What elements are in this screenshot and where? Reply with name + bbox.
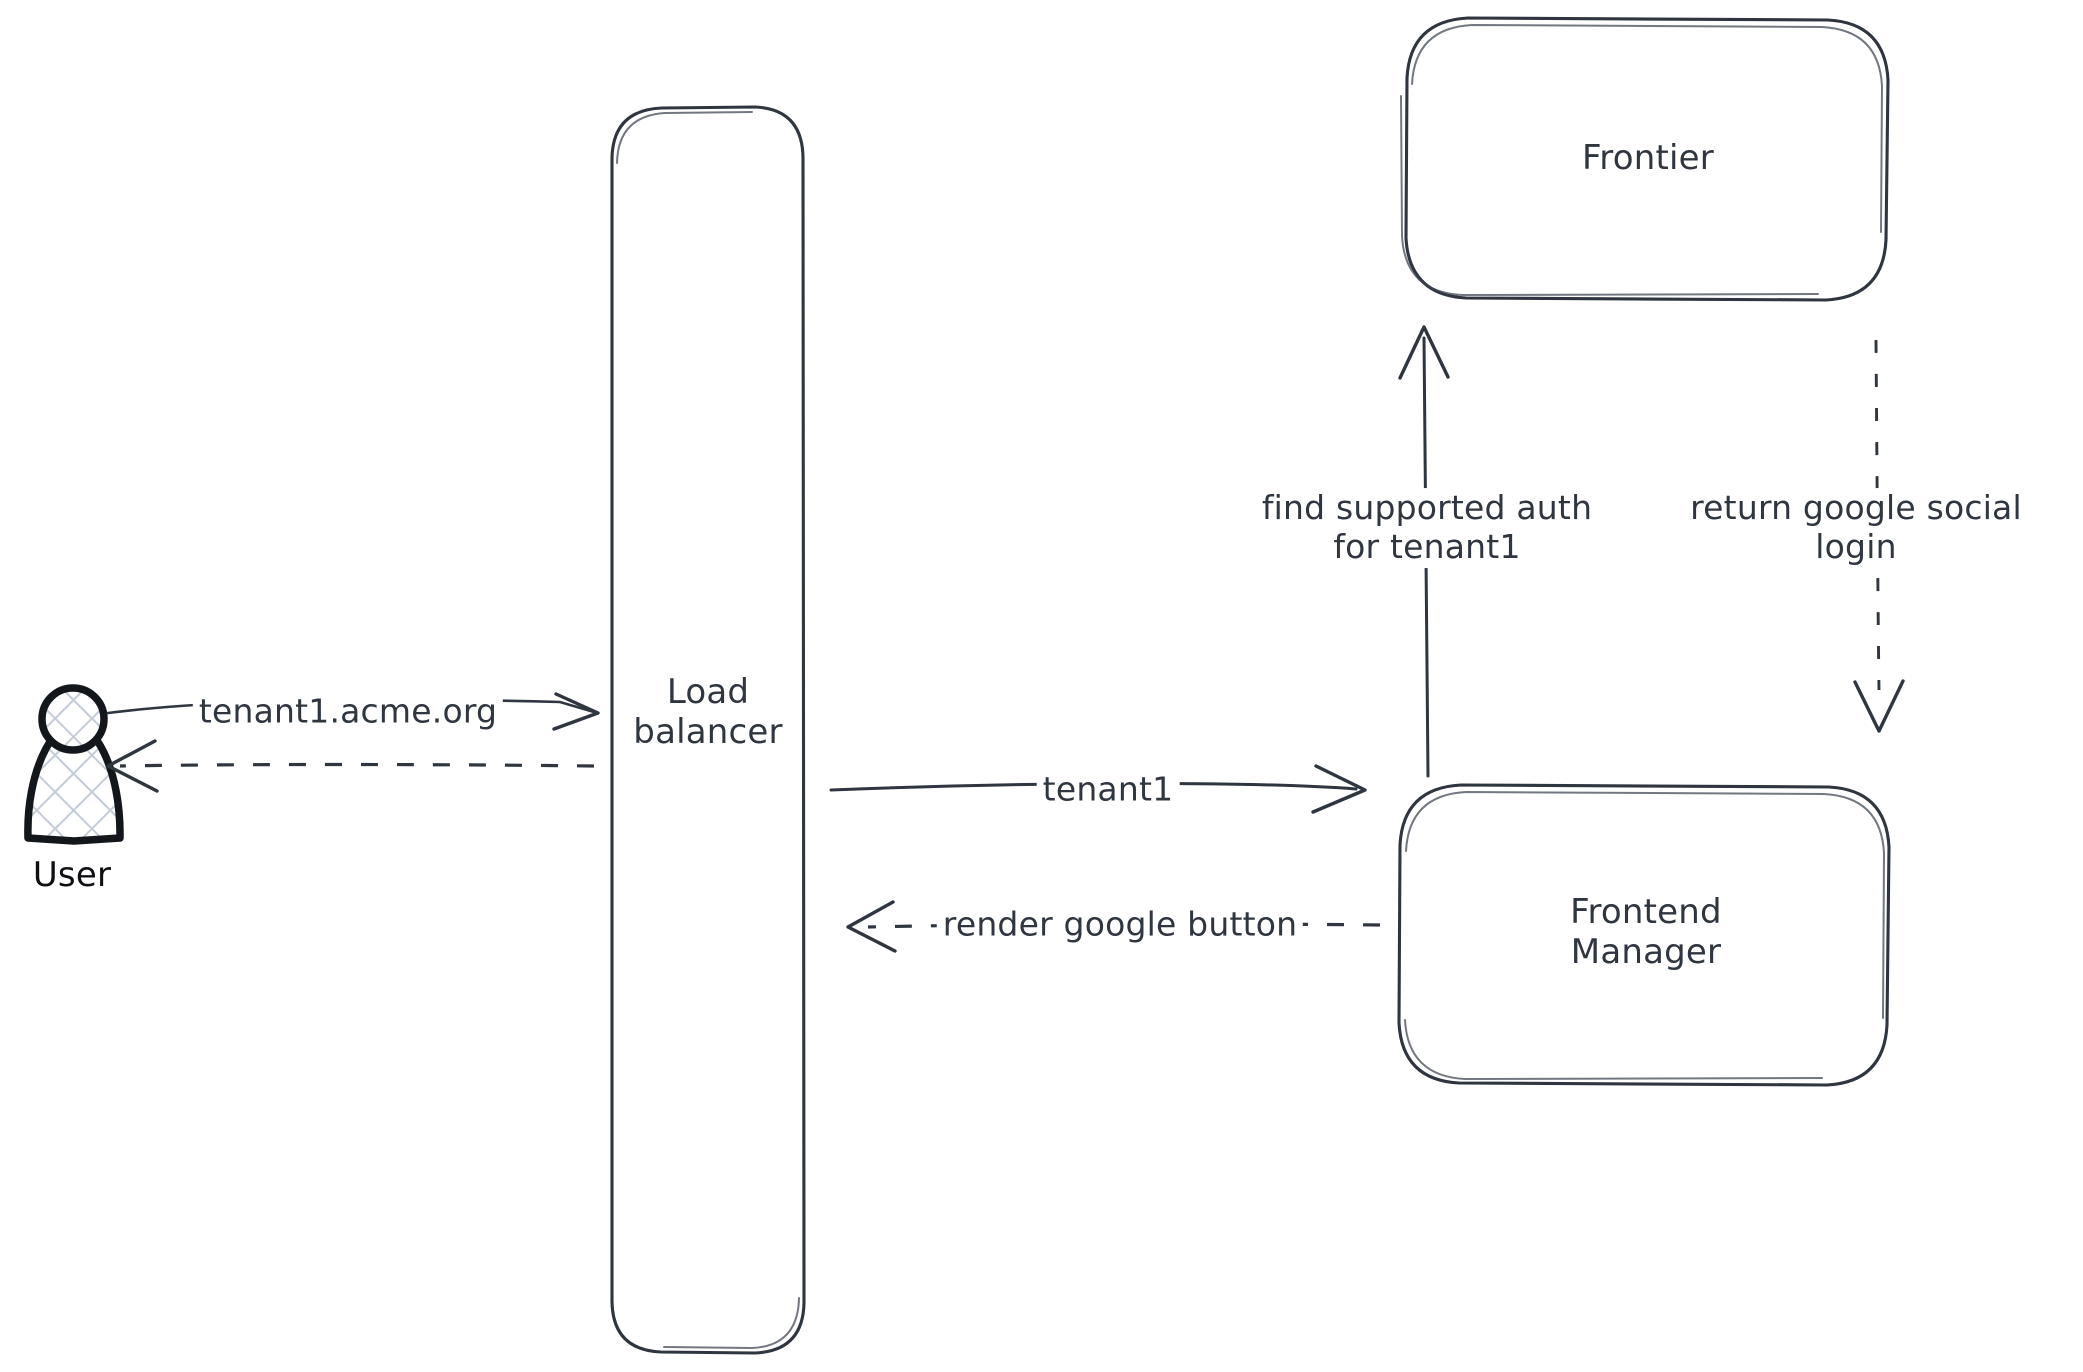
actor-user-person-icon[interactable] [24,684,124,845]
edge-label-load-balancer-to-frontend-manager: tenant1 [1036,770,1180,810]
frontend-manager-line-1: Frontend [1570,891,1722,932]
load-balancer-line-1: Load [666,671,750,712]
load-balancer-line-2: balancer [633,712,783,752]
fm-to-frontier-line-2: for tenant1 [1333,527,1521,566]
node-frontier[interactable] [1400,16,1890,302]
edge-frontier-to-frontend-manager [1853,339,1905,733]
fm-to-frontier-line-1: find supported auth [1261,488,1593,528]
node-load-balancer[interactable] [610,105,806,1355]
node-frontend-manager[interactable] [1397,783,1891,1087]
edge-load-balancer-to-user [106,739,595,793]
edge-frontend-manager-to-load-balancer [846,900,1381,953]
edge-label-frontend-manager-to-load-balancer: render google button [936,905,1304,945]
actor-label-user: User [32,855,112,895]
frontend-manager-line-2: Manager [1570,932,1722,972]
frontier-to-fm-line-2: login [1815,527,1897,566]
edge-label-user-to-load-balancer: tenant1.acme.org [192,692,504,732]
node-label-frontier: Frontier [1582,137,1714,178]
frontier-to-fm-line-1: return google social [1690,488,2022,528]
